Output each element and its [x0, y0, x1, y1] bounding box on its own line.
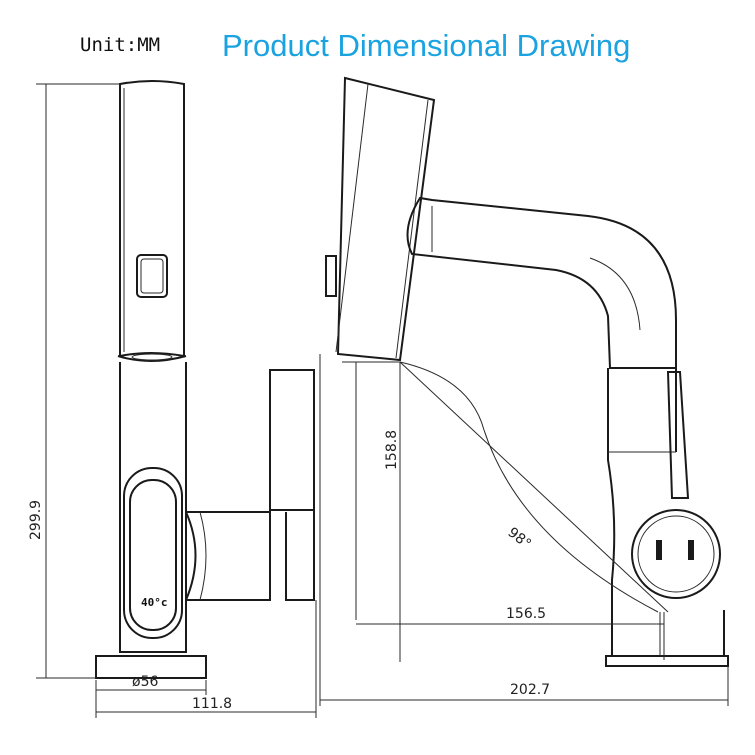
front-body [119, 362, 187, 653]
side-view: 158.8 98° 156.5 202.7 [319, 76, 729, 706]
side-arm [406, 196, 677, 369]
dim-rotation-angle: 98° [505, 525, 534, 553]
dim-spout-reach: 156.5 [506, 606, 546, 622]
display-window-outer [123, 467, 183, 639]
front-button [136, 254, 168, 298]
display-window-inner [129, 479, 177, 631]
dim-base-diameter: ø56 [132, 674, 158, 690]
side-lever [666, 371, 690, 499]
dim-spout-height: 158.8 [384, 430, 400, 470]
drawing-title: Product Dimensional Drawing [222, 28, 631, 63]
side-spout-head [336, 76, 436, 362]
front-handle-plate [269, 369, 315, 511]
front-base [95, 655, 207, 679]
rotation-arc [399, 361, 659, 613]
dim-depth-total: 111.8 [192, 696, 232, 712]
temperature-readout: 40°c [141, 596, 168, 609]
unit-label: Unit:MM [80, 34, 161, 56]
knob-slot-left [656, 540, 662, 560]
side-button [325, 255, 337, 297]
side-base [605, 655, 729, 667]
knob-slot-right [688, 540, 694, 560]
side-knob [631, 509, 721, 599]
front-spout-head [119, 80, 185, 358]
dim-length-total: 202.7 [510, 682, 550, 698]
front-view: 40°c 299.9 ø56 111.8 [28, 80, 317, 718]
dim-height-total: 299.9 [28, 500, 44, 540]
side-body [607, 368, 616, 654]
